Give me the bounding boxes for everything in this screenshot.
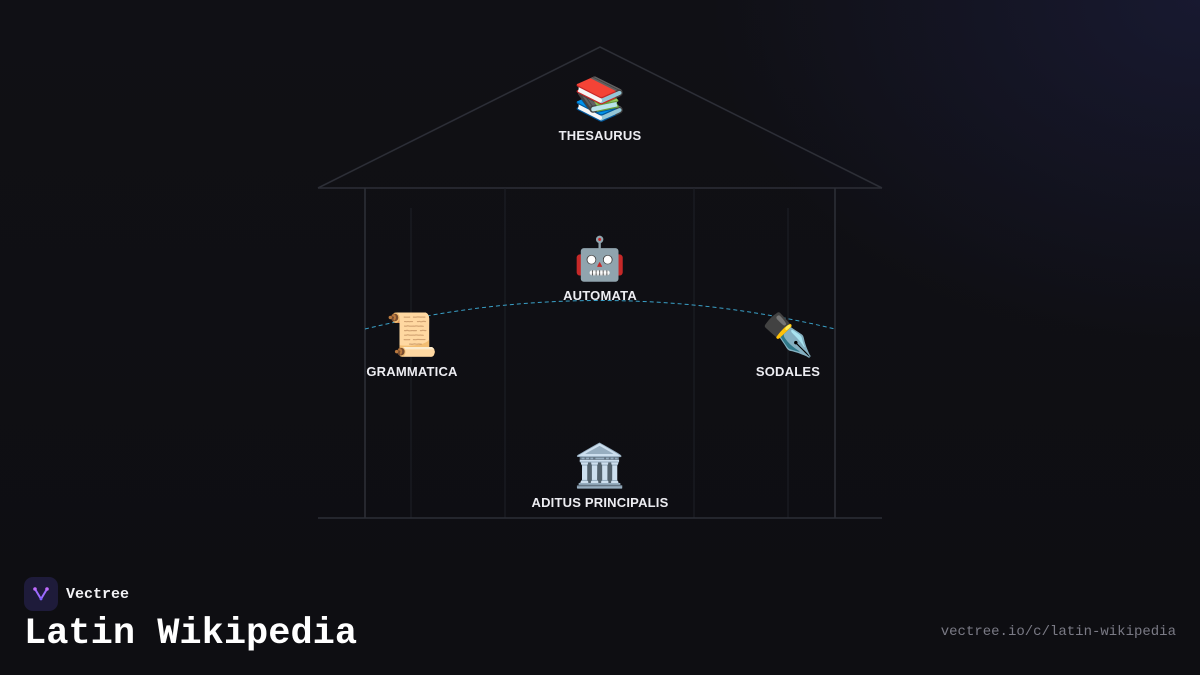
node-sodales: ✒️ SODALES (688, 310, 888, 379)
pen-icon: ✒️ (761, 310, 815, 359)
node-grammatica-label: GRAMMATICA (366, 364, 458, 379)
source-url: vectree.io/c/latin-wikipedia (940, 624, 1176, 640)
books-icon: 📚 (573, 74, 627, 123)
connector-arc (364, 300, 836, 330)
node-automata: 🤖 AUTOMATA (500, 234, 700, 303)
node-grammatica: 📜 GRAMMATICA (312, 310, 512, 379)
page-title: Latin Wikipedia (24, 613, 358, 655)
node-aditus-principalis: 🏛️ ADITUS PRINCIPALIS (500, 441, 700, 510)
node-aditus-principalis-label: ADITUS PRINCIPALIS (531, 495, 669, 510)
node-sodales-label: SODALES (755, 364, 821, 379)
classical-building-icon: 🏛️ (573, 441, 627, 490)
node-thesaurus: 📚 THESAURUS (500, 74, 700, 143)
brand: Vectree (24, 577, 129, 611)
scroll-icon: 📜 (385, 310, 439, 359)
vectree-logo-icon (24, 577, 58, 611)
node-automata-label: AUTOMATA (563, 288, 637, 303)
node-thesaurus-label: THESAURUS (558, 128, 642, 143)
temple-roof (317, 46, 883, 189)
brand-name: Vectree (66, 585, 130, 603)
robot-icon: 🤖 (573, 234, 627, 283)
